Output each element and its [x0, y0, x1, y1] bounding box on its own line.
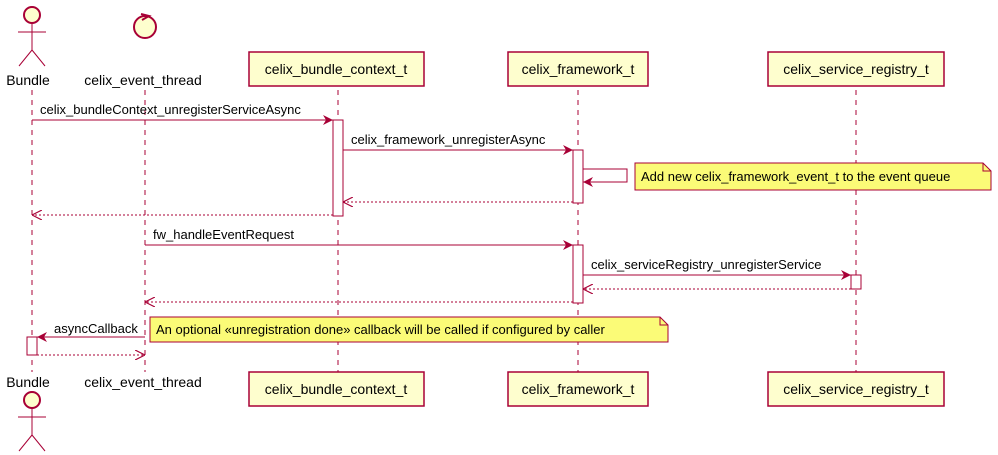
participant-box	[507, 51, 649, 87]
participant-bundle-context-top: celix_bundle_context_t	[248, 51, 425, 87]
message-label: celix_serviceRegistry_unregisterService	[591, 257, 821, 272]
actor-head	[23, 391, 41, 409]
participant-box	[248, 371, 425, 407]
note-optional-callback: An optional «unregistration done» callba…	[149, 316, 669, 343]
note-fold	[659, 317, 668, 326]
actor-right-leg	[31, 434, 46, 452]
control-event-thread-top: celix_event_thread	[84, 13, 202, 88]
participant-box	[767, 371, 945, 407]
note-shape	[149, 316, 669, 343]
participant-label-service-registry-bottom: celix_service_registry_t	[783, 381, 929, 397]
message-label: fw_handleEventRequest	[153, 227, 294, 242]
participant-label-bundle-context-bottom: celix_bundle_context_t	[265, 381, 408, 397]
actor-left-leg	[18, 434, 33, 452]
note-text: An optional «unregistration done» callba…	[156, 322, 605, 337]
participant-bundle-context-bottom: celix_bundle_context_t	[248, 371, 425, 407]
participant-framework-bottom: celix_framework_t	[507, 371, 649, 407]
participant-box	[248, 51, 425, 87]
actor-bundle-bottom: Bundle	[6, 374, 50, 452]
participant-label-bundle-context-top: celix_bundle_context_t	[265, 61, 408, 77]
note-text: Add new celix_framework_event_t to the e…	[641, 169, 950, 184]
message-handle-event-request: fw_handleEventRequest	[145, 227, 573, 250]
note-shape	[634, 162, 992, 191]
activation-framework-2	[572, 244, 584, 304]
control-event-thread-bottom: celix_event_thread	[84, 374, 202, 390]
note-add-event: Add new celix_framework_event_t to the e…	[634, 162, 992, 191]
participant-label-framework-top: celix_framework_t	[522, 61, 635, 77]
message-label: celix_framework_unregisterAsync	[351, 132, 546, 147]
participant-service-registry-top: celix_service_registry_t	[767, 51, 945, 87]
activation-service-registry	[850, 274, 862, 290]
activation-bundle	[26, 336, 38, 356]
actor-right-leg	[31, 49, 46, 67]
message-unregister-service-async: celix_bundleContext_unregisterServiceAsy…	[32, 102, 333, 125]
activation-bundle-context	[332, 119, 344, 217]
participant-service-registry-bottom: celix_service_registry_t	[767, 371, 945, 407]
actor-left-leg	[18, 49, 33, 67]
control-arrow	[140, 13, 152, 21]
message-label: celix_bundleContext_unregisterServiceAsy…	[40, 102, 301, 117]
participant-label-bundle-bottom: Bundle	[6, 374, 50, 390]
participant-framework-top: celix_framework_t	[507, 51, 649, 87]
participant-label-event-thread-bottom: celix_event_thread	[84, 374, 202, 390]
actor-bundle-top: Bundle	[6, 6, 50, 88]
message-service-registry-unregister: celix_serviceRegistry_unregisterService	[583, 257, 851, 280]
actor-head	[23, 6, 41, 24]
participant-label-event-thread-top: celix_event_thread	[84, 72, 202, 88]
participant-box	[767, 51, 945, 87]
participant-box	[507, 371, 649, 407]
participant-label-framework-bottom: celix_framework_t	[522, 381, 635, 397]
note-fold	[982, 163, 991, 172]
message-framework-unregister-async: celix_framework_unregisterAsync	[343, 132, 573, 155]
message-async-callback: asyncCallback	[37, 321, 145, 342]
self-message-arrow	[583, 168, 628, 187]
participant-label-bundle-top: Bundle	[6, 72, 50, 88]
participant-label-service-registry-top: celix_service_registry_t	[783, 61, 929, 77]
message-label: asyncCallback	[54, 321, 138, 336]
activation-framework-1	[572, 149, 584, 204]
